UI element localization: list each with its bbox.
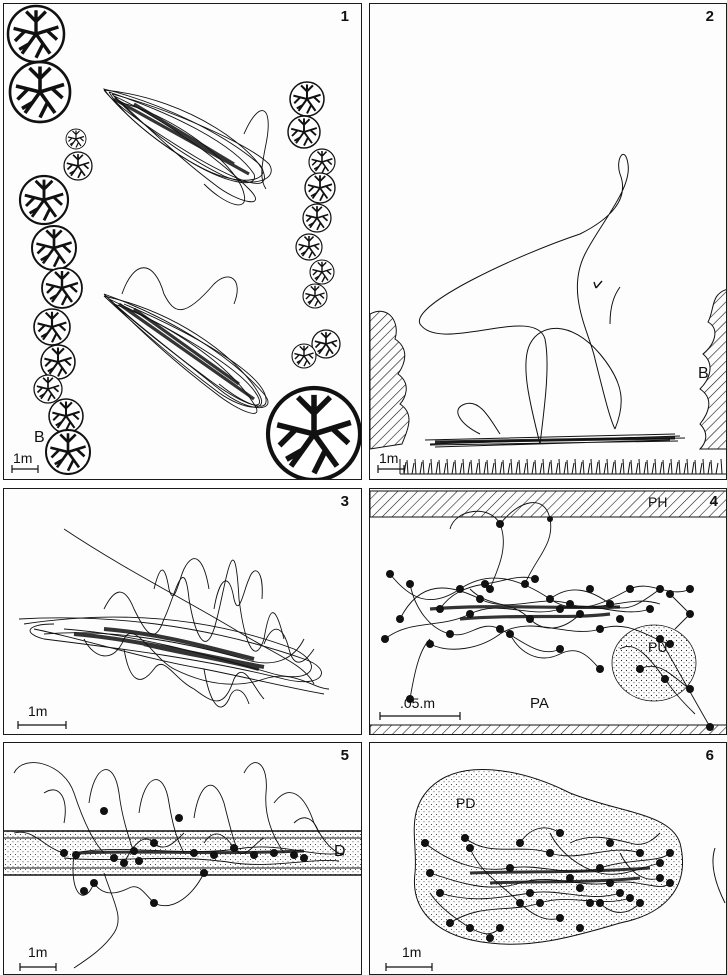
panel-3-drawing: [4, 489, 362, 735]
hedge-left: [370, 311, 409, 449]
panel-number: 1: [341, 8, 349, 25]
panel-4: 4 PH PU PA .05.m: [369, 488, 727, 735]
scale-label: 1m: [379, 450, 398, 466]
tree-row-right: [268, 82, 360, 480]
dotted-zone: [414, 769, 682, 944]
panel-1-drawing: [4, 4, 362, 480]
panel-2: 2 B 1m: [369, 3, 727, 480]
scale-label: 1m: [28, 703, 47, 719]
scale-label: .05.m: [400, 695, 435, 711]
bottom-hatch-zone: [370, 725, 727, 735]
tree-row-left: [8, 6, 92, 474]
shrub-zone: [612, 625, 696, 701]
panel-number: 3: [341, 493, 349, 510]
panel-number: 5: [341, 747, 349, 764]
panel-2-drawing: [370, 4, 727, 480]
strip-label: D: [334, 843, 346, 861]
top-zone-label: PH: [648, 494, 667, 510]
panel-number: 4: [710, 493, 718, 510]
panel-6-drawing: [370, 743, 727, 975]
panel-6: 6 PD 1m: [369, 742, 727, 975]
flight-track-2: [419, 154, 685, 447]
panel-3: 3 1m: [3, 488, 362, 735]
scale-label: 1m: [402, 944, 421, 960]
scale-label: 1m: [28, 944, 47, 960]
hedge-label: B: [698, 365, 709, 383]
flight-track-3: [19, 529, 329, 707]
panel-number: 2: [706, 8, 714, 25]
panel-5-drawing: [4, 743, 362, 975]
zone-label: PD: [456, 795, 475, 811]
panel-5: 5 D 1m: [3, 742, 362, 975]
panel-1: 1 B 1m: [3, 3, 362, 480]
shrub-label: PU: [648, 639, 667, 655]
scale-label: 1m: [13, 450, 32, 466]
area-label: PA: [530, 695, 549, 712]
hedge-label: B: [34, 429, 45, 447]
grass-strip: [400, 459, 727, 474]
panel-number: 6: [706, 747, 714, 764]
